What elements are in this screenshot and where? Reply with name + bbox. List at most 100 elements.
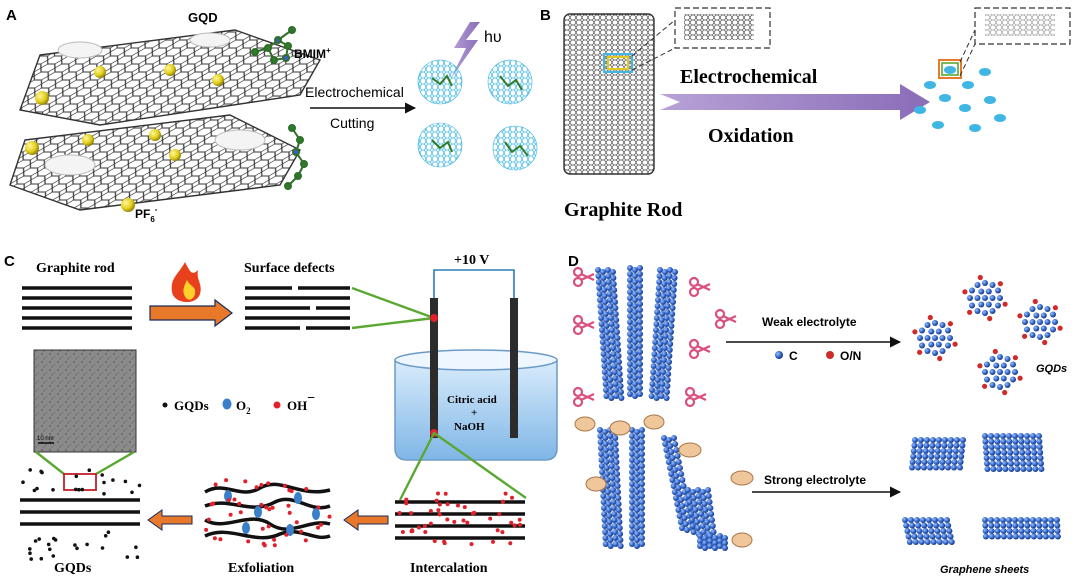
carbon-atom xyxy=(599,469,606,475)
carbon-atom xyxy=(1000,522,1007,529)
carbon-atom xyxy=(611,511,618,517)
gqd-dots xyxy=(914,66,1006,132)
carbon-atom xyxy=(615,495,622,501)
electrochemical-cutting-line1: Electrochemical xyxy=(305,84,404,100)
carbon-atom xyxy=(627,379,633,385)
carbon-atom xyxy=(923,533,930,540)
carbon-atom xyxy=(666,353,673,359)
carbon-atom xyxy=(1004,382,1011,388)
carbon-atom xyxy=(996,460,1002,467)
carbon-atom xyxy=(1000,444,1007,450)
carbon-atom xyxy=(922,453,929,460)
oh-dot xyxy=(327,514,332,519)
carbon-atom xyxy=(627,319,633,325)
carbon-atom xyxy=(702,545,708,551)
legend-gqds-dot xyxy=(162,402,168,408)
carbon-atom xyxy=(659,311,666,317)
carbon-atom xyxy=(989,282,996,288)
carbon-atom xyxy=(666,347,673,353)
carbon-atom xyxy=(637,391,643,397)
carbon-atom xyxy=(1037,334,1043,340)
carbon-atom xyxy=(634,525,640,531)
carbon-atom xyxy=(945,464,951,471)
carbon-atom xyxy=(691,501,698,507)
carbon-atom xyxy=(995,287,1001,294)
oh-dot xyxy=(289,489,294,494)
carbon-atom xyxy=(610,351,617,357)
carbon-atom xyxy=(668,317,675,323)
carbon-atom xyxy=(982,438,989,445)
carbon-atom xyxy=(939,335,946,341)
carbon-atom xyxy=(604,335,611,341)
carbon-atom xyxy=(945,342,951,349)
carbon-atom xyxy=(632,333,638,339)
carbon-atom xyxy=(632,351,638,357)
carbon-atom xyxy=(629,457,635,463)
carbon-atom xyxy=(695,493,702,499)
carbon-atom xyxy=(702,507,709,513)
oh-dot xyxy=(254,485,259,490)
carbon-atom xyxy=(649,387,655,393)
panel-b: B Electrochemical Oxidation xyxy=(540,7,1071,221)
carbon-atom xyxy=(990,466,997,472)
carbon-atom xyxy=(1007,449,1014,456)
carbon-atom xyxy=(982,310,988,316)
oh-dot xyxy=(517,517,522,522)
carbon-atom xyxy=(671,275,678,281)
gqd-spot-4 xyxy=(214,129,266,151)
carbon-atom xyxy=(629,493,635,499)
carbon-atom xyxy=(988,433,994,439)
legend-oh: OH− xyxy=(287,391,315,413)
carbon-atom xyxy=(664,303,671,309)
carbon-atom xyxy=(660,363,667,369)
carbon-atom xyxy=(692,507,699,513)
oh-dot xyxy=(488,516,493,521)
carbon-atom xyxy=(639,541,645,547)
carbon-atom xyxy=(945,327,951,334)
carbon-atom xyxy=(605,495,612,501)
carbon-atom xyxy=(611,287,618,293)
gqd-dot xyxy=(46,542,51,547)
carbon-atom xyxy=(664,389,670,395)
gqd-dot xyxy=(137,483,142,488)
carbon-atom xyxy=(1030,517,1036,523)
carbon-atom xyxy=(663,321,670,327)
carbon-atom xyxy=(612,435,619,441)
carbon-atom xyxy=(693,513,700,519)
oh-dot xyxy=(266,524,271,529)
carbon-atom xyxy=(611,293,618,299)
carbon-atom xyxy=(994,533,1001,540)
carbon-atom xyxy=(1002,460,1008,467)
carbon-atom xyxy=(612,311,619,317)
carbon-atom xyxy=(601,363,608,369)
carbon-atom xyxy=(602,541,609,547)
carbon-atom xyxy=(669,455,676,461)
carbon-atom xyxy=(605,501,612,507)
carbon-atom xyxy=(629,469,635,475)
electrode-right xyxy=(510,298,518,438)
carbon-atom xyxy=(629,451,635,457)
carbon-atom xyxy=(603,453,610,459)
carbon-atom xyxy=(1014,466,1021,472)
carbon-atom xyxy=(1025,449,1032,456)
oh-dot xyxy=(303,538,308,543)
carbon-atom xyxy=(700,489,706,495)
carbon-atom xyxy=(629,535,635,541)
edge-atom xyxy=(1032,298,1038,305)
carbon-atom xyxy=(677,519,684,525)
carbon-atom xyxy=(629,445,635,451)
oh-dot xyxy=(432,539,437,543)
rod-highlight-cyan xyxy=(603,53,633,73)
carbon-atom xyxy=(717,533,723,539)
carbon-atom xyxy=(602,535,609,541)
edge-atom xyxy=(997,281,1004,287)
carbon-atom xyxy=(1024,522,1031,529)
carbon-atom xyxy=(605,279,612,285)
carbon-atom xyxy=(707,543,713,549)
carbon-atom xyxy=(928,341,935,348)
carbon-atom xyxy=(634,543,640,549)
carbon-atom xyxy=(609,481,616,487)
carbon-atom xyxy=(936,539,943,545)
carbon-atom xyxy=(1050,326,1056,333)
carbon-atom xyxy=(984,460,990,467)
